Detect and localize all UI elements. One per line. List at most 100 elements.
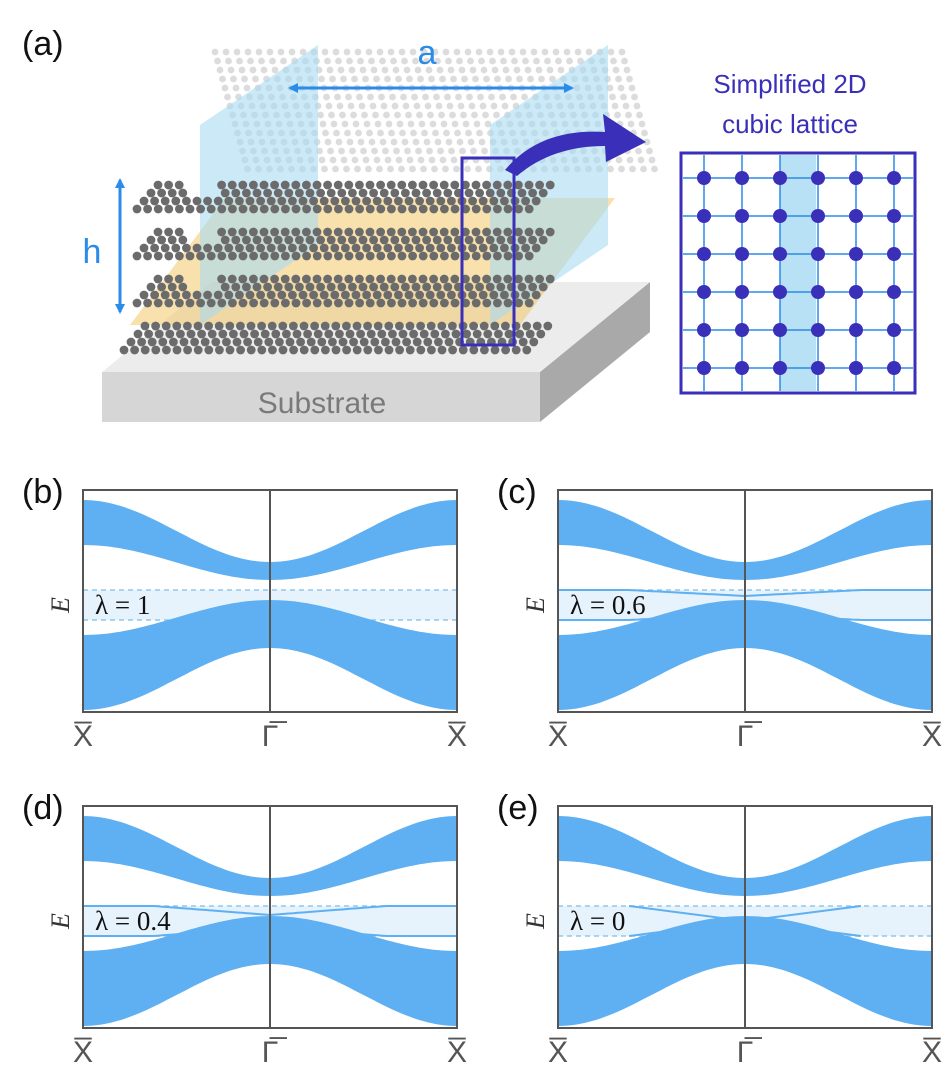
atom <box>418 204 428 214</box>
atom <box>528 188 537 198</box>
background-atom <box>467 138 475 146</box>
atom <box>494 329 503 339</box>
atom <box>326 282 336 292</box>
background-atom <box>615 156 623 164</box>
atom <box>150 290 160 300</box>
atom <box>175 298 184 308</box>
atom <box>242 282 251 292</box>
x-tick-label: X̅ <box>922 720 942 753</box>
atom <box>323 298 333 308</box>
background-atom <box>381 66 389 74</box>
atom <box>388 329 397 339</box>
background-atom <box>241 75 248 83</box>
atom <box>231 282 241 292</box>
atom <box>422 235 431 245</box>
atom <box>174 227 184 237</box>
atom <box>288 290 297 300</box>
atom <box>231 235 241 245</box>
background-atom <box>488 93 495 101</box>
atom <box>220 282 230 292</box>
background-atom <box>439 156 447 164</box>
background-atom <box>445 57 452 65</box>
background-atom <box>557 66 565 74</box>
atom <box>281 204 290 214</box>
background-atom <box>483 75 490 83</box>
atom <box>249 251 258 261</box>
atom <box>224 196 234 206</box>
lattice-site <box>849 247 863 261</box>
background-atom <box>475 48 483 56</box>
atom <box>429 204 439 214</box>
background-atom <box>399 129 406 137</box>
atom <box>522 345 532 355</box>
atom <box>391 337 401 347</box>
background-atom <box>415 147 422 155</box>
background-atom <box>442 165 449 173</box>
background-atom <box>609 93 616 101</box>
lower-band <box>83 916 457 1026</box>
background-atom <box>371 147 378 155</box>
atom <box>532 321 542 331</box>
atom <box>490 345 500 355</box>
atom <box>278 345 288 355</box>
atom <box>365 180 375 190</box>
atom <box>387 204 396 214</box>
background-atom <box>416 111 423 119</box>
background-atom <box>344 129 351 137</box>
atom <box>545 180 555 190</box>
atom <box>183 321 192 331</box>
atom <box>418 227 428 237</box>
background-atom <box>299 48 307 56</box>
atom <box>517 282 527 292</box>
atom <box>469 321 478 331</box>
background-atom <box>348 66 356 74</box>
atom <box>545 227 555 237</box>
background-atom <box>366 129 373 137</box>
atom <box>284 235 294 245</box>
atom <box>345 329 355 339</box>
atom <box>160 290 170 300</box>
atom <box>429 298 439 308</box>
atom <box>535 274 544 284</box>
atom <box>355 298 364 308</box>
atom <box>229 329 238 339</box>
background-atom <box>337 66 345 74</box>
atom <box>270 204 280 214</box>
atom <box>485 188 495 198</box>
atom <box>478 290 488 300</box>
background-atom <box>442 48 450 56</box>
background-atom <box>450 75 457 83</box>
background-atom <box>319 120 327 128</box>
background-atom <box>367 93 374 101</box>
atom <box>362 290 371 300</box>
background-atom <box>340 75 347 83</box>
background-atom <box>456 138 464 146</box>
x-tick-label: Γ̅ <box>737 720 763 753</box>
atom <box>342 321 351 331</box>
atom <box>179 337 189 347</box>
atom <box>302 227 311 237</box>
atom <box>373 321 383 331</box>
background-atom <box>511 57 518 65</box>
background-atom <box>340 156 348 164</box>
atom <box>185 251 195 261</box>
background-atom <box>396 120 404 128</box>
atom <box>250 329 259 339</box>
background-atom <box>421 129 428 137</box>
background-atom <box>623 66 631 74</box>
atom <box>305 282 315 292</box>
atom <box>277 243 287 253</box>
atom <box>496 235 506 245</box>
background-atom <box>341 120 349 128</box>
atom <box>153 227 163 237</box>
atom <box>427 345 436 355</box>
h-label: h <box>83 233 102 271</box>
atom <box>419 329 429 339</box>
background-atom <box>387 165 394 173</box>
atom <box>320 321 330 331</box>
atom <box>182 290 191 300</box>
atom <box>381 337 390 347</box>
background-atom <box>427 111 434 119</box>
atom <box>182 243 191 253</box>
background-atom <box>434 57 441 65</box>
